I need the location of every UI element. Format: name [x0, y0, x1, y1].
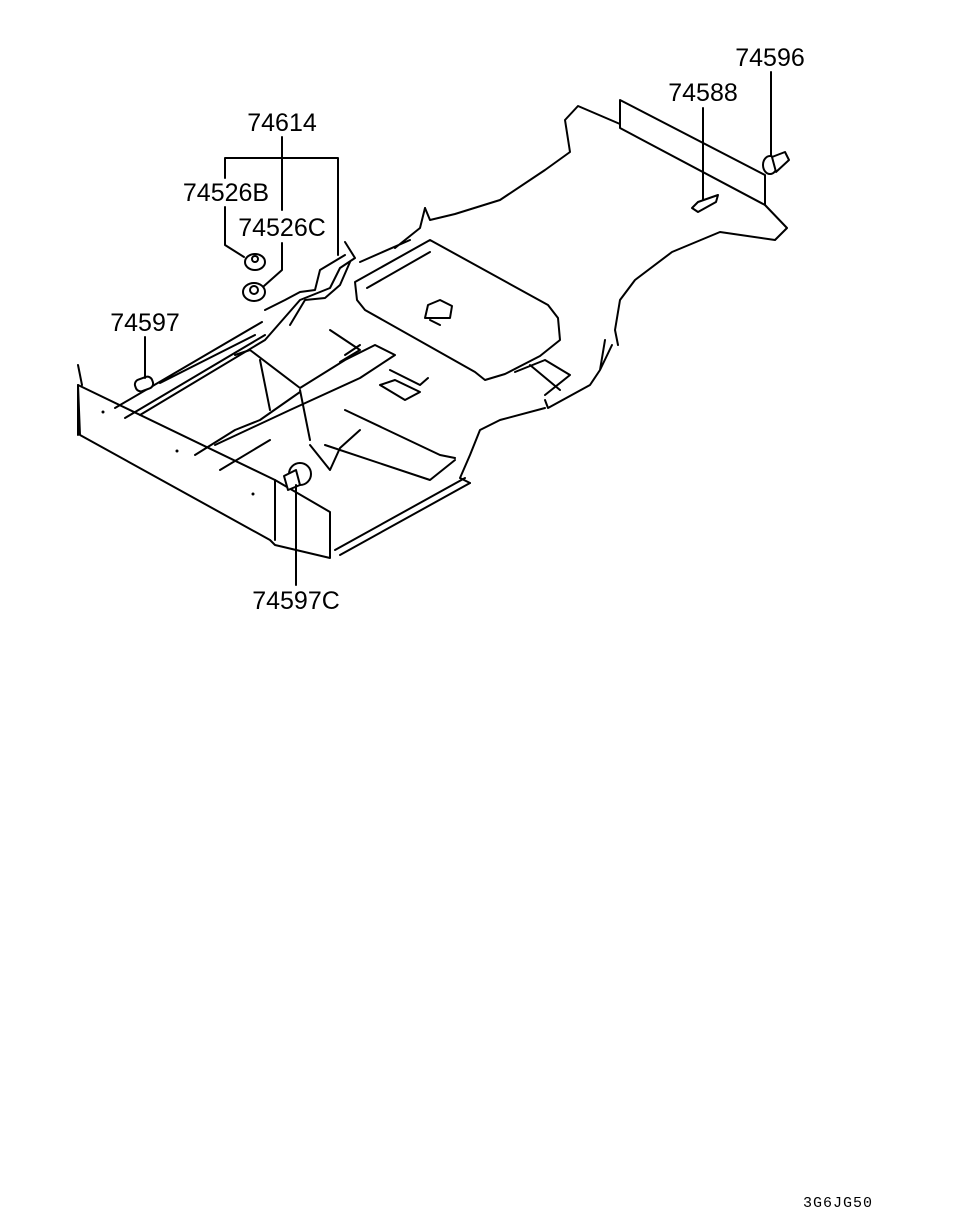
screw-74588-icon	[691, 194, 719, 213]
clip-74526B-icon	[244, 253, 266, 271]
clip-74597C-icon	[283, 462, 312, 491]
leader-lines	[144, 71, 772, 586]
hole-mark	[101, 410, 105, 414]
part-label-74526C: 74526C	[238, 214, 326, 242]
grommet-74526C-icon	[242, 282, 266, 302]
clip-74597-icon	[133, 375, 155, 393]
part-label-74526B: 74526B	[183, 179, 269, 207]
hole-mark	[175, 449, 179, 453]
part-label-74597: 74597	[110, 309, 180, 337]
part-label-74597C: 74597C	[252, 587, 340, 615]
hole-mark	[251, 492, 255, 496]
drawing-code: 3G6JG50	[803, 1195, 873, 1210]
floor-carpet	[77, 99, 788, 559]
part-label-74614: 74614	[247, 109, 317, 137]
part-label-74596: 74596	[735, 44, 805, 72]
part-label-74588: 74588	[668, 79, 738, 107]
clip-74596-icon	[762, 151, 790, 175]
